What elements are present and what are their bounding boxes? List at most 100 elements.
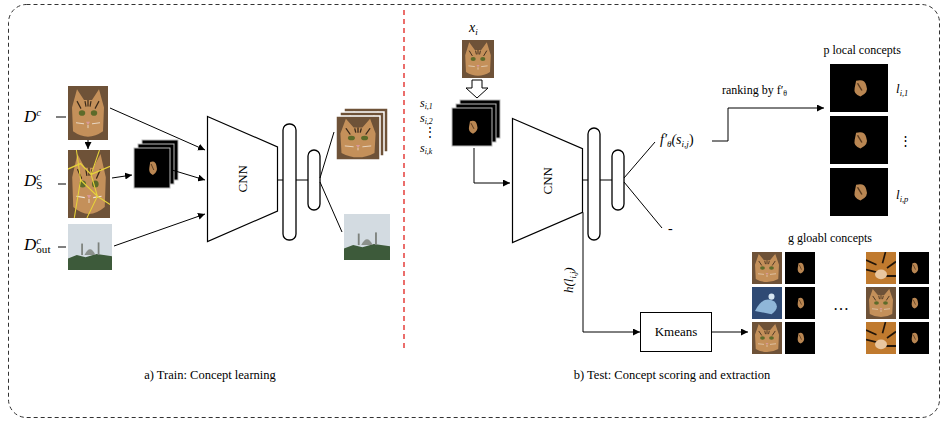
global-concept-image [752, 252, 782, 284]
index-text: S [36, 179, 42, 191]
flow-arrow [474, 148, 510, 183]
label-text: - [668, 221, 673, 236]
math-label: Dcout [24, 234, 50, 256]
local-concept-image [830, 116, 888, 164]
output-line [624, 182, 662, 228]
ranking-arrow [712, 108, 824, 141]
input-image [68, 86, 108, 140]
label-text: g gloabl concepts [788, 231, 872, 245]
math-label: Dc [24, 106, 41, 127]
label-text: s [420, 111, 425, 125]
math-label: si,1 [420, 97, 433, 112]
mask-image [452, 108, 492, 146]
caption-holder: b) Test: Concept scoring and extraction [574, 368, 770, 383]
label-text: f′ [660, 132, 667, 147]
label-text: x [469, 20, 475, 35]
global-concept-image [899, 322, 929, 354]
flow-arrow [712, 332, 748, 333]
label-holder: CNN [207, 116, 278, 242]
layer-link [600, 180, 612, 181]
segmentation-overlay [68, 150, 110, 218]
local-concept-image [830, 64, 888, 112]
ellipsis-mark: ⋮ [424, 126, 436, 140]
index-text: i,2 [425, 117, 433, 126]
label-text: D [24, 235, 36, 254]
output-line [320, 182, 342, 232]
ellipsis-mark: … [833, 296, 849, 314]
leader-line [58, 184, 66, 185]
trapezoid-shape [513, 119, 583, 243]
label-text: D [24, 171, 36, 190]
label-text: … [833, 296, 849, 313]
flow-arrow [114, 214, 205, 246]
panel-caption: a) Train: Concept learning [144, 368, 276, 383]
panel-caption: b) Test: Concept scoring and extraction [574, 368, 770, 383]
panel-frame: CNN CNN Kmeans a) Train: Concept learning b)… [8, 4, 940, 418]
trapezoid-shape [208, 117, 278, 242]
layer-link [278, 180, 283, 181]
local-concept-image [830, 168, 888, 216]
ellipsis-mark: ⋮ [899, 134, 912, 149]
output-image [344, 214, 390, 260]
math-label: li,1 [896, 82, 908, 98]
label-text: ranking by f′ [722, 83, 783, 97]
dense-layer [588, 128, 600, 240]
global-concept-image [899, 252, 929, 284]
layer-link [583, 180, 588, 181]
label-text: ) [689, 132, 694, 147]
leader-line [58, 247, 66, 248]
global-concept-image [866, 252, 896, 284]
leader-line [56, 117, 66, 118]
index-text: i,1 [425, 102, 433, 111]
math-label: si,2 [420, 112, 433, 127]
label-text: s [420, 141, 425, 155]
image-border [336, 116, 380, 160]
index-text: c [36, 106, 41, 118]
dashed-frame [9, 5, 940, 418]
label-holder: CNN [512, 118, 583, 243]
feature-connector [583, 212, 640, 332]
label-text: (s [671, 132, 681, 147]
index-text: i,j [568, 272, 578, 279]
output-image [336, 116, 380, 160]
math-label: li,p [896, 188, 908, 204]
math-label: xi [469, 20, 478, 37]
index-text: i,1 [900, 88, 909, 98]
global-concept-image [785, 252, 815, 284]
label-text: h(l [561, 279, 576, 293]
index-text: θ [667, 139, 671, 149]
flow-arrow [112, 175, 132, 178]
index-text: i [475, 27, 478, 37]
dense-layer [308, 150, 320, 210]
label-text: ) [561, 267, 576, 271]
network-label: CNN [235, 165, 251, 192]
input-image [462, 40, 494, 78]
global-concept-image [899, 287, 929, 319]
dense-layer [612, 150, 624, 210]
image-border [452, 108, 492, 146]
box-shape [641, 313, 712, 352]
global-concept-image [866, 322, 896, 354]
math-label: DcS [24, 170, 42, 192]
output-mark: - [668, 221, 673, 237]
flow-arrow [172, 170, 205, 180]
label-text: p local concepts [824, 43, 901, 57]
index-text: i,p [900, 194, 909, 204]
label-text: ⋮ [424, 125, 436, 139]
label-holder: Kmeans [640, 312, 712, 352]
index-text: i,j [682, 139, 689, 149]
group-title: g gloabl concepts [788, 232, 872, 246]
panel-frame-outline [8, 4, 940, 418]
flow-arrow [88, 140, 89, 149]
global-concept-image [752, 322, 782, 354]
arrow-note: ranking by f′θ [722, 84, 787, 99]
global-concept-image [752, 287, 782, 319]
global-concept-image [866, 287, 896, 319]
index-text: i,k [425, 147, 433, 156]
math-label: si,k [420, 142, 432, 157]
block-arrow [466, 80, 488, 98]
index-text: θ [783, 89, 787, 98]
